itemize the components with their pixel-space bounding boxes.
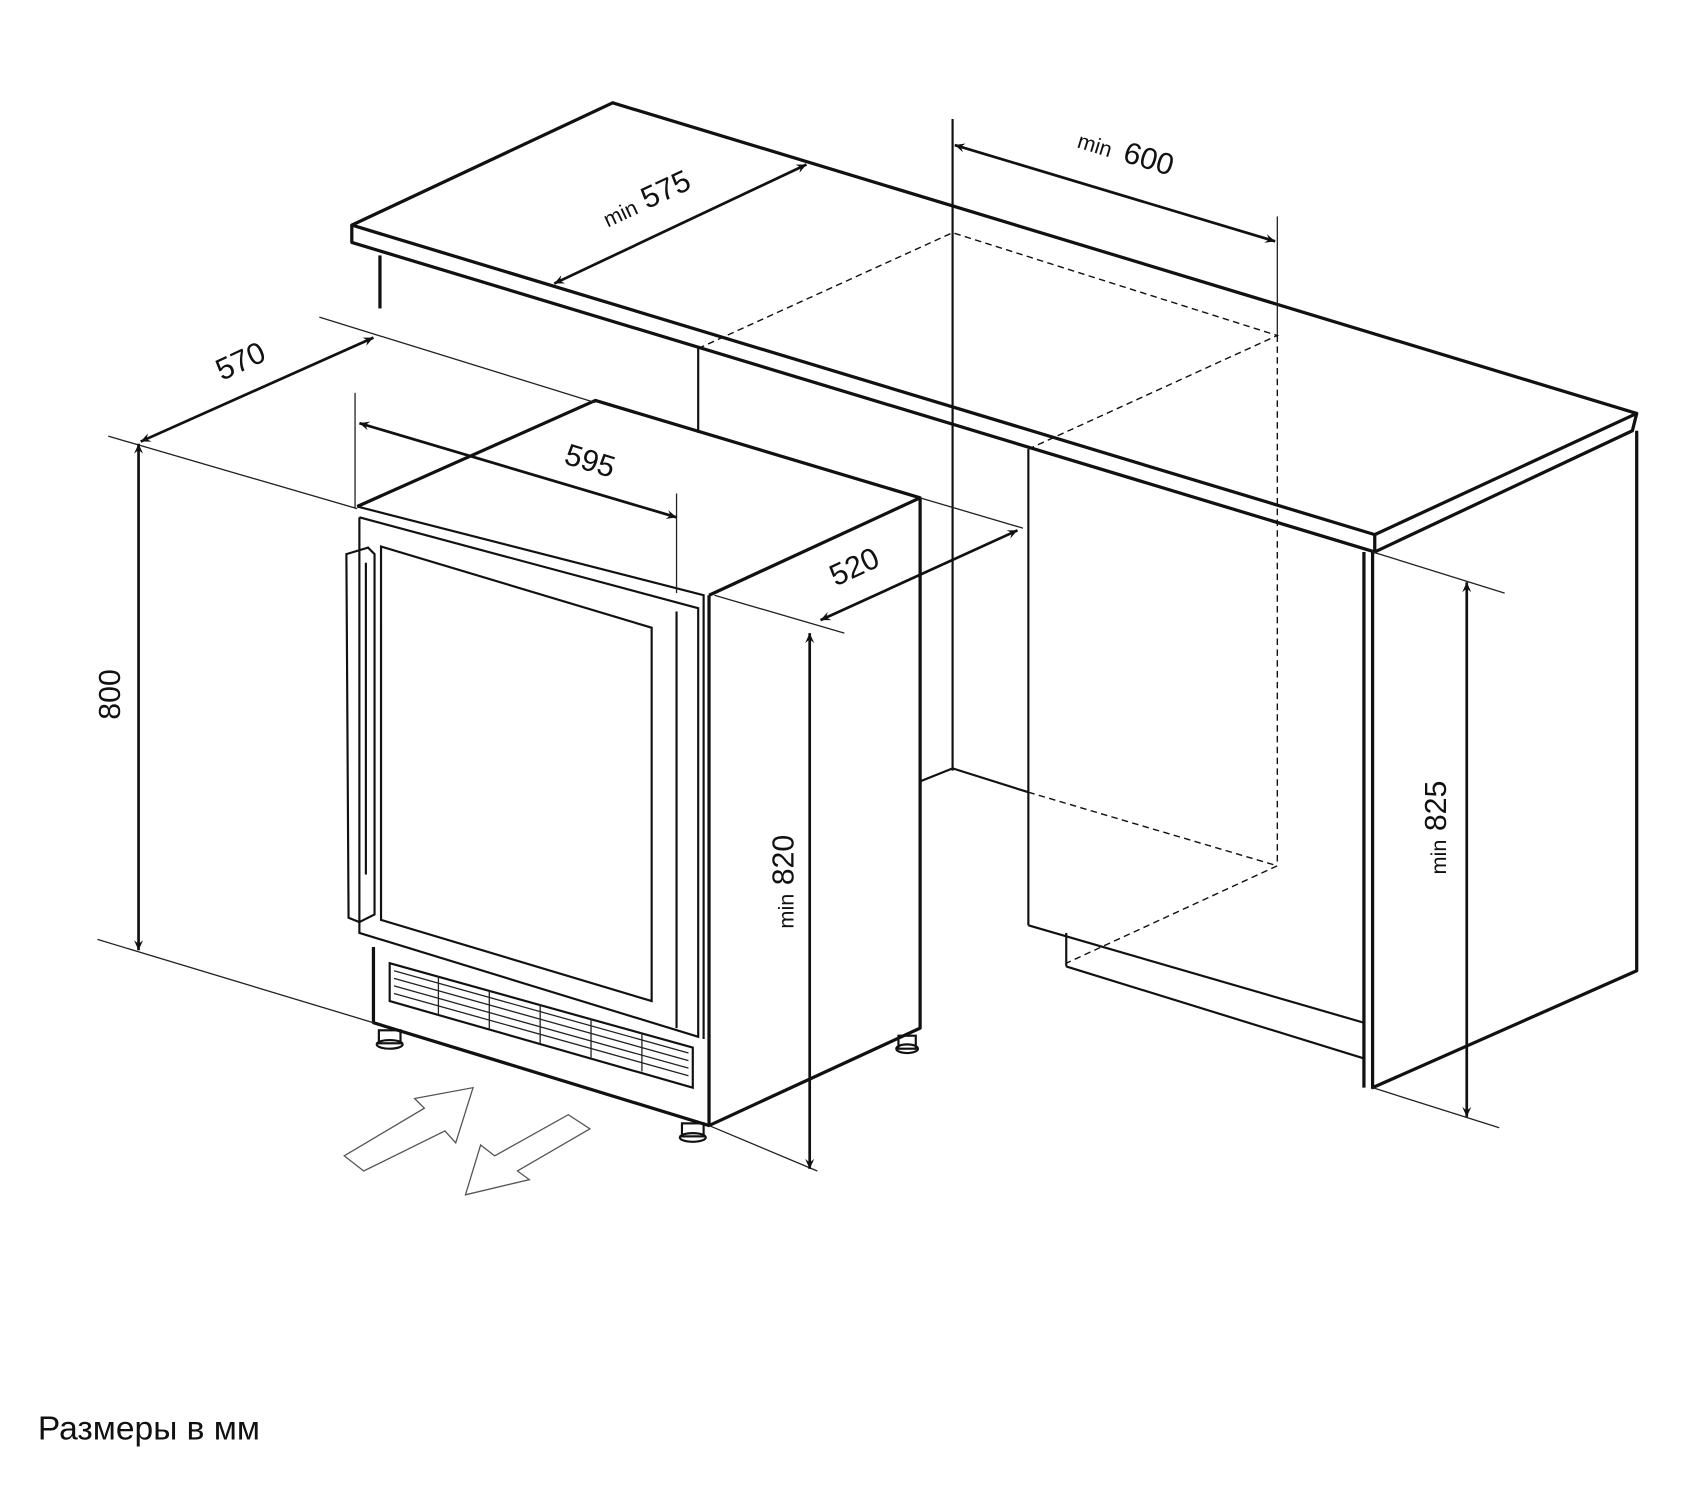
svg-text:min: min [1075,128,1116,162]
dim-counter-height: min 825 [1420,781,1453,875]
units-caption: Размеры в мм [38,1410,260,1447]
dim-niche-width: min 600 [1075,128,1178,183]
dim-niche-height: min 820 [767,835,800,929]
dim-width-595: 595 [561,438,619,484]
dim-depth-570: 570 [211,336,271,387]
ventilation-grille [388,961,694,1090]
svg-text:825: 825 [1420,781,1453,832]
svg-text:575: 575 [636,164,696,215]
svg-text:min: min [1426,840,1451,875]
svg-text:min: min [599,195,641,232]
countertop [350,101,1639,554]
right-cabinet [1027,430,1639,1129]
svg-text:min: min [773,894,798,929]
wine-cooler [345,398,922,1143]
door-handle-icon [345,546,376,924]
dimension-arrows [134,143,1472,1169]
dim-depth-520: 520 [825,542,885,593]
niche-outline [697,119,1280,964]
svg-text:600: 600 [1120,136,1178,182]
airflow-arrows-icon [343,1086,592,1196]
svg-text:820: 820 [767,835,800,886]
extension-lines [97,216,1278,1172]
door-glass [379,545,653,1003]
dim-height-800: 800 [94,669,127,720]
feet [375,1029,920,1143]
